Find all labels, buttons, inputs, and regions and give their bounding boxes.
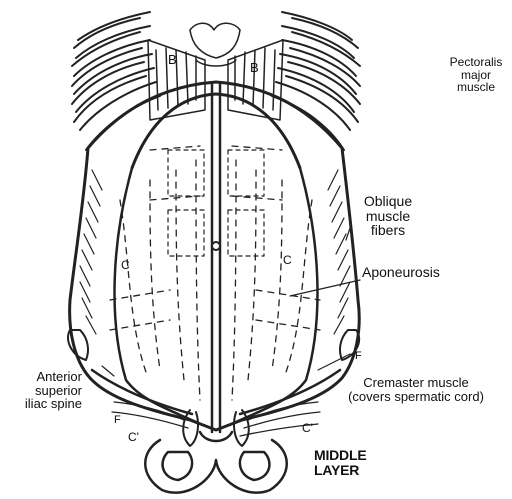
label-cremaster-muscle: Cremaster muscle (covers spermatic cord)	[322, 376, 510, 403]
marker-b-left: B	[168, 52, 177, 67]
label-anterior-superior-iliac-spine: Anterior superior iliac spine	[8, 370, 82, 411]
marker-f-left: F	[114, 414, 121, 426]
pelvis	[145, 432, 287, 493]
linea-alba	[212, 84, 220, 432]
right-ribs	[272, 12, 360, 150]
marker-f-right: F	[355, 350, 362, 362]
marker-c-left: C	[121, 258, 130, 272]
leader-lines	[102, 228, 360, 376]
left-ribs	[72, 12, 160, 150]
marker-c-right: C	[283, 253, 292, 267]
marker-b-right: B	[250, 60, 259, 75]
label-oblique-fibers: Oblique muscle fibers	[352, 194, 424, 238]
label-pectoralis-major: Pectoralis major muscle	[440, 56, 512, 94]
upper-rectus	[148, 23, 283, 120]
marker-c-prime-right: C'	[302, 421, 313, 435]
diagram-title: MIDDLE LAYER	[314, 448, 366, 477]
marker-c-prime-left: C'	[128, 430, 139, 444]
label-aponeurosis: Aponeurosis	[362, 265, 440, 280]
